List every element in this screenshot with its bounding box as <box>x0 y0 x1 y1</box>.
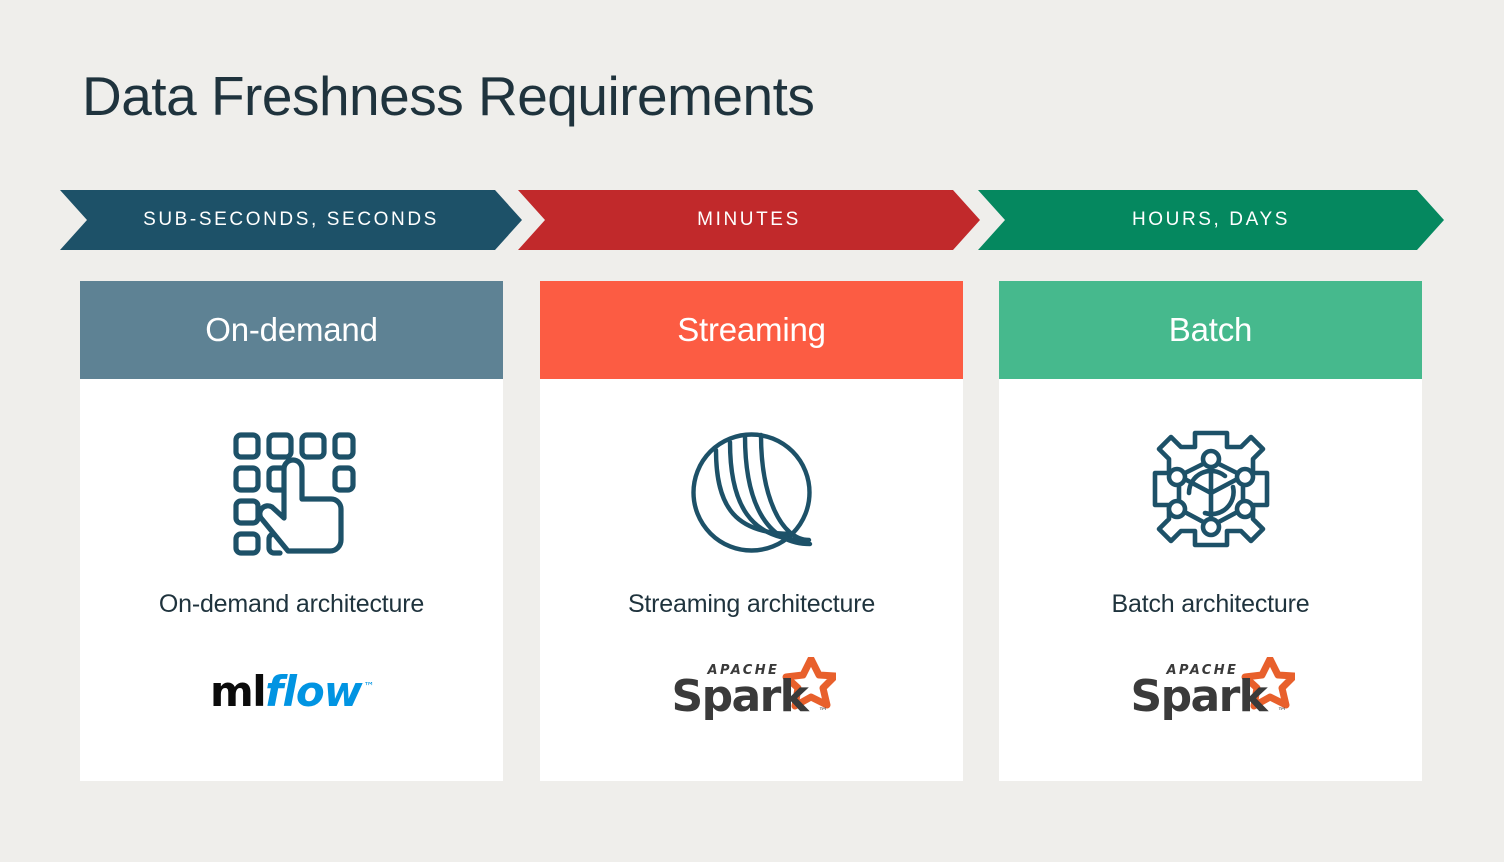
latency-chevron-minutes: MINUTES <box>518 190 980 250</box>
card-caption: On-demand architecture <box>158 590 425 618</box>
spark-star-icon <box>1241 657 1295 710</box>
card-caption: Batch architecture <box>1111 590 1310 618</box>
card-on-demand: On-demand <box>80 281 503 781</box>
spark-logo-apache: APACHE <box>707 663 780 678</box>
card-header-label: Streaming <box>677 311 826 348</box>
card-body: Batch architecture APACHE Spark ™ <box>999 379 1422 781</box>
card-header: Batch <box>999 281 1422 379</box>
streaming-sphere-icon <box>689 427 814 557</box>
card-batch: Batch <box>999 281 1422 781</box>
spark-star-icon <box>782 657 836 710</box>
latency-chevron-sub-seconds: SUB-SECONDS, SECONDS <box>60 190 522 250</box>
spark-logo-word: Spark <box>1130 671 1268 722</box>
mlflow-logo-flow: flow <box>265 667 362 716</box>
latency-chevron-label: SUB-SECONDS, SECONDS <box>143 209 439 230</box>
spark-logo-word: Spark <box>671 671 809 722</box>
card-header: Streaming <box>540 281 963 379</box>
card-header-label: On-demand <box>205 311 378 348</box>
mlflow-logo-tm: ™ <box>363 680 375 693</box>
latency-band: SUB-SECONDS, SECONDS MINUTES HOURS, DAYS <box>60 190 1444 250</box>
gear-network-icon <box>1145 427 1277 557</box>
latency-chevron-hours-days: HOURS, DAYS <box>978 190 1444 250</box>
spark-logo-apache: APACHE <box>1166 663 1239 678</box>
card-body: Streaming architecture APACHE Spark ™ <box>540 379 963 781</box>
card-header-label: Batch <box>1168 311 1253 348</box>
mlflow-logo-ml: ml <box>210 667 267 716</box>
apache-spark-logo: APACHE Spark ™ <box>668 657 836 727</box>
spark-logo-tm: ™ <box>818 707 828 717</box>
apache-spark-logo: APACHE Spark ™ <box>1127 657 1295 727</box>
latency-chevron-label: MINUTES <box>697 209 801 230</box>
card-streaming: Streaming Streaming architecture <box>540 281 963 781</box>
latency-chevron-label: HOURS, DAYS <box>1131 209 1291 230</box>
card-caption: Streaming architecture <box>627 590 876 618</box>
spark-logo-tm: ™ <box>1277 707 1287 717</box>
page-title: Data Freshness Requirements <box>82 65 815 127</box>
grid-tap-hand-icon <box>227 427 357 557</box>
card-header: On-demand <box>80 281 503 379</box>
